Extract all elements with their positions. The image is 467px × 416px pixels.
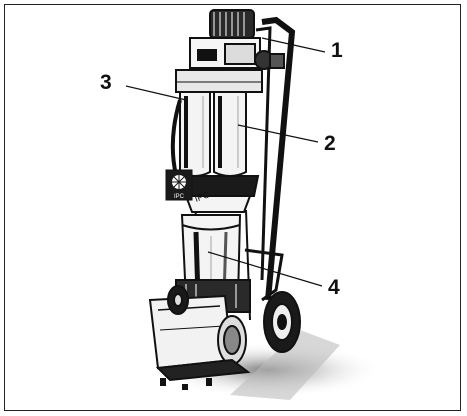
callout-1: 1: [331, 39, 343, 62]
leader-line-4: [207, 251, 323, 287]
callout-2: 2: [324, 132, 336, 155]
hose: [170, 99, 182, 176]
badge-text: IPC: [174, 194, 185, 200]
filter-cartridge-left: [179, 91, 211, 177]
ipc-logo-badge: IPC: [165, 169, 193, 201]
small-wheel: [167, 285, 189, 315]
mid-bracket: [174, 175, 260, 213]
leader-line-1: [261, 37, 326, 53]
leader-line-3: [125, 85, 187, 101]
ipc-side-label: IPC: [193, 189, 211, 204]
filter-head: [175, 69, 263, 93]
motor-housing: [148, 294, 251, 382]
top-pump-unit: [189, 9, 285, 70]
leader-lines: [125, 37, 326, 287]
ground-shadow-streak: [230, 330, 340, 400]
leader-line-2: [237, 124, 319, 143]
callout-3: 3: [100, 71, 112, 94]
callout-4: 4: [328, 276, 340, 299]
rear-wheel: [263, 291, 301, 353]
filter-cartridge-right: [213, 91, 247, 177]
feet: [160, 378, 212, 390]
